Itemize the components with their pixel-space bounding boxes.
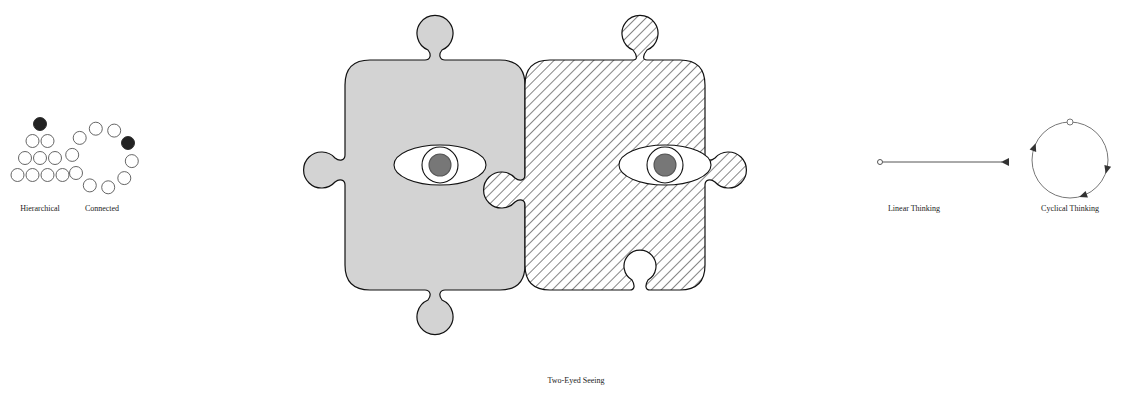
hierarchical-icon — [11, 118, 69, 182]
cyclical-icon — [1030, 119, 1111, 200]
icon-label: Cyclical Thinking — [1041, 204, 1099, 214]
icon-label: Hierarchical — [20, 204, 60, 214]
connected-icon — [66, 122, 139, 194]
caption: Two-Eyed Seeing — [548, 376, 605, 386]
puzzle-piece-hatched — [484, 15, 747, 290]
eye-left — [394, 145, 486, 185]
icon-label: Linear Thinking — [888, 204, 940, 214]
linear-icon — [878, 158, 1010, 166]
icon-label: Connected — [85, 204, 119, 214]
eye-right — [619, 145, 711, 185]
